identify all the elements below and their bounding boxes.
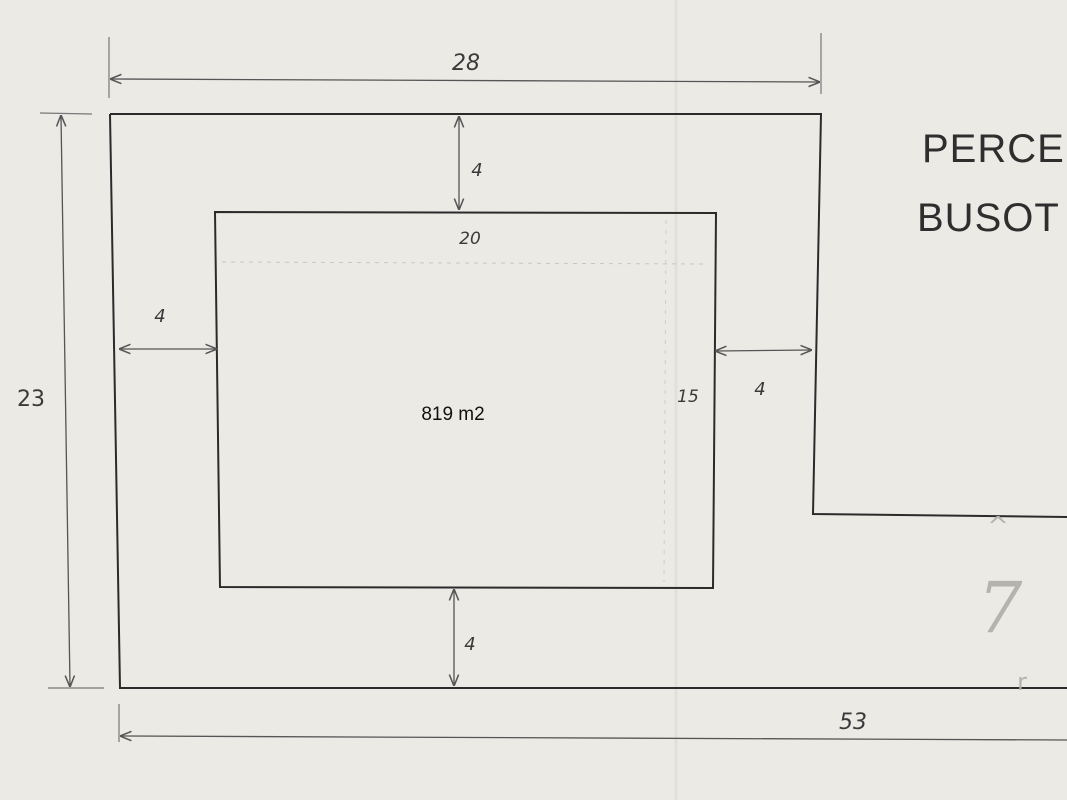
area-label: 819 m2	[421, 404, 484, 425]
lot-mark-bottom: r	[1017, 668, 1027, 696]
setback-bottom-label: 4	[464, 634, 475, 655]
plot-outline	[109, 113, 1067, 689]
setback-left-label: 4	[154, 306, 165, 327]
outer-width-label: 28	[452, 51, 480, 76]
lot-mark-top: ^	[987, 512, 1009, 542]
setback-top-label: 4	[471, 160, 482, 181]
title-line-2: BUSOT	[917, 196, 1060, 240]
inner-width-label: 20	[459, 229, 481, 249]
dim-line-inner-height	[663, 219, 667, 583]
dim-line-outer-height	[61, 116, 70, 686]
lot-number: 7	[978, 567, 1023, 649]
dim-line-inner-width	[221, 261, 709, 265]
dim-ext-top	[39, 112, 93, 115]
building-footprint	[213, 210, 718, 590]
total-length-label: 53	[839, 710, 867, 735]
dim-line-total-length	[121, 736, 1067, 740]
inner-height-label: 15	[677, 387, 699, 407]
dim-line-setback-right	[716, 350, 811, 351]
outer-height-label: 23	[17, 387, 45, 412]
title-line-1: PERCE	[922, 127, 1065, 171]
setback-right-label: 4	[754, 379, 765, 400]
dim-line-outer-width	[111, 79, 819, 82]
